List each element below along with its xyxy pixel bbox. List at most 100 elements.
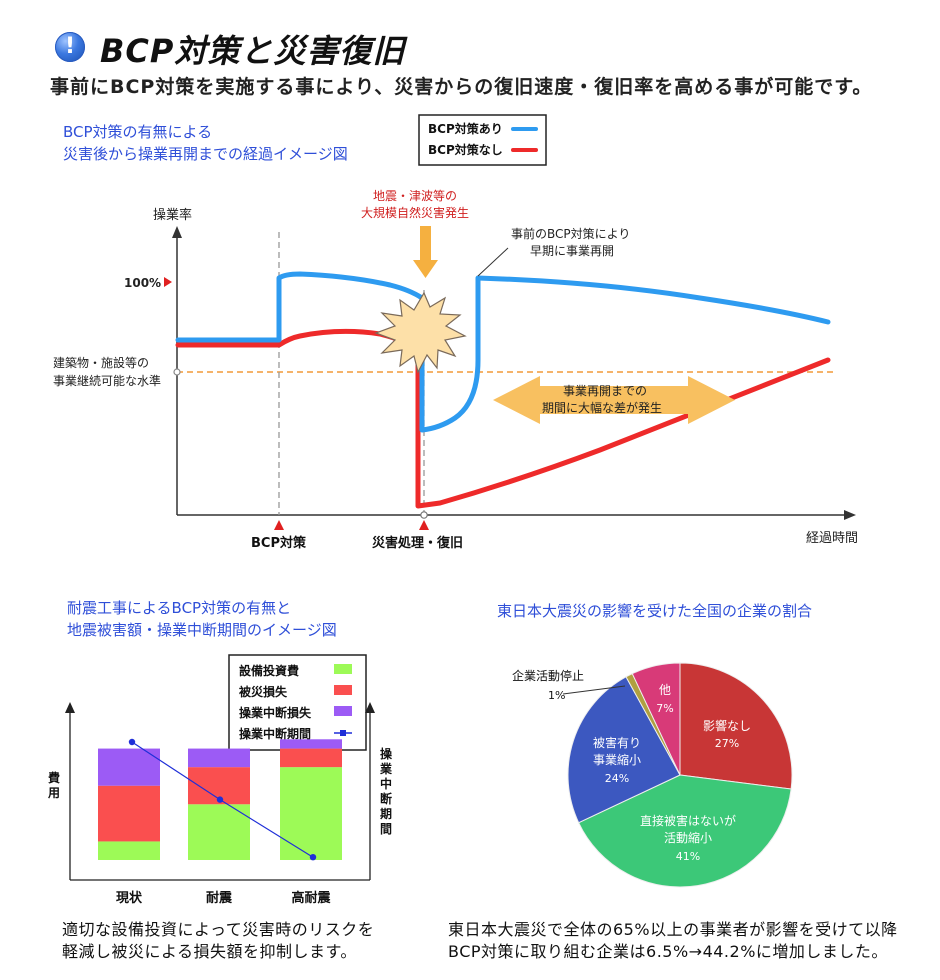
recovery-marker-label: 災害処理・復旧 xyxy=(372,535,463,551)
bar-y-right-arrow-icon xyxy=(365,702,375,713)
top-chart-caption-line1: BCP対策の有無による xyxy=(63,123,213,141)
pie-chart-footer: 東日本大震災で全体の65%以上の事業者が影響を受けて以降 BCP対策に取り組む企… xyxy=(448,919,898,963)
pie-label-damage-1: 被害有り xyxy=(593,735,641,750)
pie-label-other-pct: 7% xyxy=(656,702,673,715)
page-subtitle: 事前にBCP対策を実施する事により、災害からの復旧速度・復旧率を高める事が可能で… xyxy=(50,76,873,98)
bar-y-right-char: 間 xyxy=(380,822,392,836)
period-point-高耐震 xyxy=(309,854,317,861)
info-icon: ! xyxy=(55,32,85,62)
bar-category-現状: 現状 xyxy=(116,890,143,906)
interruption-period-line xyxy=(128,738,317,861)
bar-y-right-char: 期 xyxy=(380,806,392,821)
bar-y-right-char: 業 xyxy=(379,761,393,776)
bar-現状-操業中断損失 xyxy=(98,748,160,786)
bar-y-left-arrow-icon xyxy=(65,702,75,713)
pie-chart: 影響なし 27% 直接被害はないが 活動縮小 41% 被害有り 事業縮小 24%… xyxy=(512,662,793,888)
bar-y-right-char: 中 xyxy=(380,776,392,791)
legend-with-bcp-label: BCP対策あり xyxy=(428,121,503,136)
explosion-icon xyxy=(374,291,467,374)
y-axis-arrow-icon xyxy=(172,226,182,238)
pie-slice xyxy=(631,662,681,776)
bar-category-labels: 現状 耐震 高耐震 xyxy=(116,890,332,906)
pie-label-none: 影響なし xyxy=(703,718,751,733)
y-axis-label: 操業率 xyxy=(153,207,192,223)
bar-legend-period-label: 操業中断期間 xyxy=(239,726,311,741)
pie-label-damage-pct: 24% xyxy=(605,772,629,785)
top-chart-caption-line2: 災害後から操業再開までの経過イメージ図 xyxy=(63,145,348,163)
pie-label-shrink-2: 活動縮小 xyxy=(664,830,712,845)
bcp-marker-icon xyxy=(274,520,284,530)
line-without-bcp xyxy=(175,328,831,509)
pie-label-stop: 企業活動停止 xyxy=(512,668,584,683)
bar-y-right-char: 断 xyxy=(380,791,392,806)
bar-耐震-操業中断損失 xyxy=(188,748,250,768)
bar-chart: 設備投資費 被災損失 操業中断損失 操業中断期間 操業中断期間 現状耐震高耐震 … xyxy=(47,654,393,906)
period-point-耐震 xyxy=(216,796,224,803)
bar-chart-caption-line1: 耐震工事によるBCP対策の有無と xyxy=(67,599,292,617)
bar-高耐震-操業中断損失 xyxy=(280,739,342,749)
bar-legend-interruption-swatch xyxy=(334,706,352,716)
axes xyxy=(172,226,856,520)
top-legend: BCP対策あり BCP対策なし xyxy=(418,114,547,166)
pie-slices xyxy=(567,662,793,888)
bar-legend-investment-label: 設備投資費 xyxy=(239,663,299,678)
bar-legend-damage-swatch xyxy=(334,685,352,695)
bar-series xyxy=(98,739,342,860)
bar-legend-investment-swatch xyxy=(334,664,352,674)
legend-without-bcp-label: BCP対策なし xyxy=(428,142,503,157)
origin-dot xyxy=(420,511,428,519)
pie-slice xyxy=(567,676,681,824)
top-chart-caption: BCP対策の有無による 災害後から操業再開までの経過イメージ図 xyxy=(63,121,348,165)
bar-chart-caption: 耐震工事によるBCP対策の有無と 地震被害額・操業中断期間のイメージ図 xyxy=(67,597,337,641)
bar-axes xyxy=(65,702,375,881)
x-axis-arrow-icon xyxy=(844,510,856,520)
gap-label-line2: 期間に大幅な差が発生 xyxy=(542,400,662,415)
bar-legend: 設備投資費 被災損失 操業中断損失 操業中断期間 xyxy=(228,654,367,751)
pie-label-damage-2: 事業縮小 xyxy=(593,752,641,767)
early-label-line1: 事前のBCP対策により xyxy=(511,226,630,241)
bar-耐震-設備投資費 xyxy=(188,804,250,860)
level-100-marker-icon xyxy=(164,277,172,287)
disaster-label-line2: 大規模自然災害発生 xyxy=(361,205,469,220)
early-pointer-line xyxy=(477,247,509,277)
bcp-marker-label: BCP対策 xyxy=(251,535,307,551)
pie-label-other: 他 xyxy=(659,683,671,697)
pie-chart-caption: 東日本大震災の影響を受けた全国の企業の割合 xyxy=(497,602,813,620)
recovery-marker-icon xyxy=(419,520,429,530)
bar-chart-caption-line2: 地震被害額・操業中断期間のイメージ図 xyxy=(67,621,337,639)
down-arrow-icon xyxy=(413,226,438,278)
bar-y-right-char: 操 xyxy=(380,746,393,761)
bar-現状-設備投資費 xyxy=(98,841,160,860)
line-with-bcp xyxy=(175,271,831,433)
disaster-label-line1: 地震・津波等の xyxy=(373,189,457,203)
pie-label-shrink-1: 直接被害はないが xyxy=(640,813,736,828)
recovery-diagram: BCP対策あり BCP対策なし 操業率 経過時間 100% 建築物・施設等の 事… xyxy=(53,114,858,551)
bar-現状-被災損失 xyxy=(98,785,160,842)
page-title: BCP対策と災害復旧 xyxy=(100,32,406,70)
period-point-現状 xyxy=(128,738,136,746)
pie-label-shrink-pct: 41% xyxy=(676,850,700,863)
pie-label-none-pct: 27% xyxy=(715,737,739,750)
bar-footer-line1: 適切な設備投資によって災害時のリスクを xyxy=(62,920,375,939)
bar-category-耐震: 耐震 xyxy=(206,890,233,906)
pie-label-stop-pct: 1% xyxy=(548,689,565,702)
bar-legend-period-marker xyxy=(340,730,346,736)
bar-y-right-label: 操業中断期間 xyxy=(379,746,393,836)
bar-y-left-char: 費 xyxy=(48,770,60,785)
gap-double-arrow-icon xyxy=(493,376,735,424)
level-100-label: 100% xyxy=(124,276,161,290)
bar-category-高耐震: 高耐震 xyxy=(291,890,331,906)
gap-label-line1: 事業再開までの xyxy=(563,384,647,398)
bar-chart-footer: 適切な設備投資によって災害時のリスクを 軽減し被災による損失額を抑制します。 xyxy=(62,919,374,963)
x-axis-label: 経過時間 xyxy=(806,531,858,546)
pie-slice xyxy=(577,774,792,888)
bar-y-left-char: 用 xyxy=(47,786,60,800)
threshold-label-line1: 建築物・施設等の xyxy=(53,355,149,370)
early-label-line2: 早期に事業再開 xyxy=(530,244,614,258)
threshold-dot xyxy=(173,368,181,376)
bar-legend-interruption-label: 操業中断損失 xyxy=(239,705,312,720)
bar-高耐震-設備投資費 xyxy=(280,767,342,860)
threshold-label-line2: 事業継続可能な水準 xyxy=(53,373,161,388)
pie-footer-line2: BCP対策に取り組む企業は6.5%→44.2%に増加しました。 xyxy=(448,942,888,961)
pie-stop-pointer xyxy=(562,685,626,695)
